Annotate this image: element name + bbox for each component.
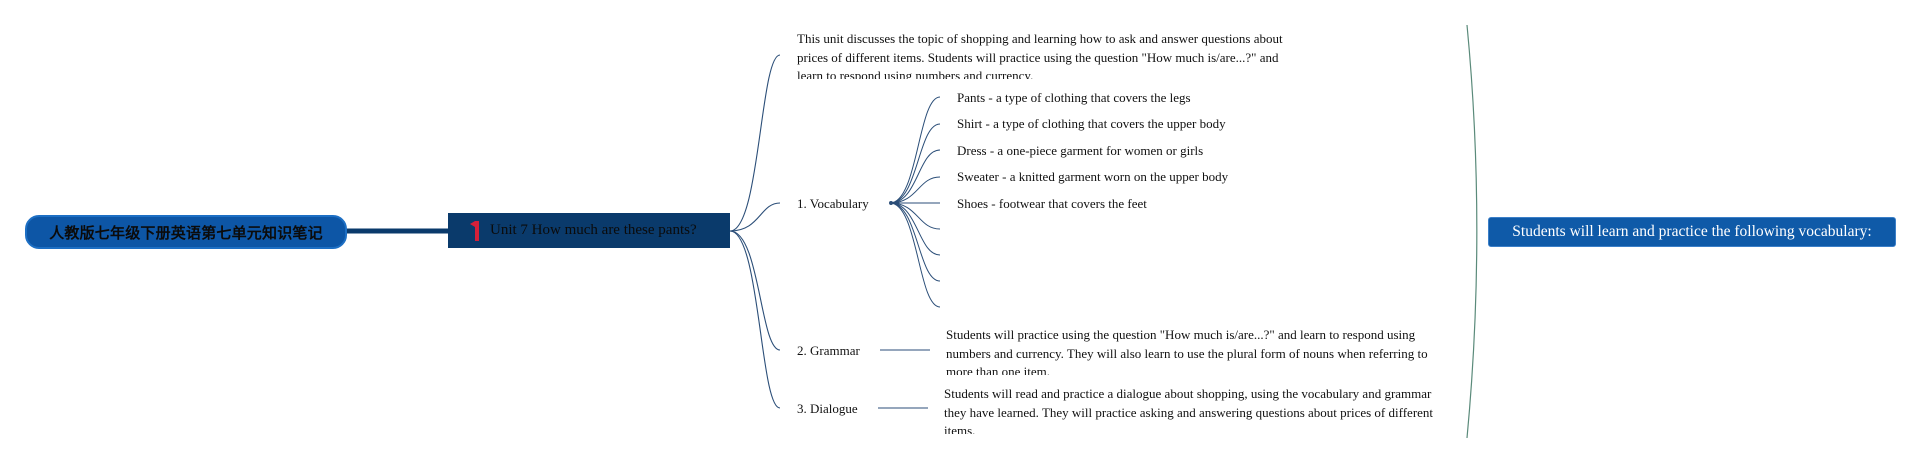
branch-connector-dialogue <box>729 230 781 409</box>
grammar-text[interactable]: Students will practice using the questio… <box>946 327 1428 375</box>
flag-icon <box>470 221 479 241</box>
root-label: 人教版七年级下册英语第七单元知识笔记 <box>49 223 323 242</box>
vocabulary-item-shoes[interactable]: Shoes - footwear that covers the feet <box>957 196 1147 211</box>
vocabulary-item-dress[interactable]: Dress - a one-piece garment for women or… <box>957 143 1204 158</box>
summary-label: Students will learn and practice the fol… <box>1512 223 1872 240</box>
vocabulary-node[interactable]: 1. Vocabulary <box>797 196 869 211</box>
vocabulary-item-sweater[interactable]: Sweater - a knitted garment worn on the … <box>957 169 1229 184</box>
branch-connector-grammar <box>729 230 781 351</box>
dialogue-text[interactable]: Students will read and practice a dialog… <box>944 386 1434 434</box>
branch-connector-intro <box>729 54 781 232</box>
summary-node[interactable]: Students will learn and practice the fol… <box>1488 217 1896 247</box>
grammar-node[interactable]: 2. Grammar <box>797 343 860 358</box>
vocabulary-item-shirt[interactable]: Shirt - a type of clothing that covers t… <box>957 116 1226 131</box>
vocabulary-junction <box>889 201 893 205</box>
vocabulary-item-pants[interactable]: Pants - a type of clothing that covers t… <box>957 90 1191 105</box>
summary-bracket <box>1466 24 1478 439</box>
branch-connector-vocabulary <box>729 202 781 232</box>
unit-node[interactable]: Unit 7 How much are these pants? <box>448 213 730 248</box>
vocabulary-fan <box>889 96 941 308</box>
intro-text[interactable]: This unit discusses the topic of shoppin… <box>797 31 1283 79</box>
unit-label: Unit 7 How much are these pants? <box>490 222 697 238</box>
dialogue-node[interactable]: 3. Dialogue <box>797 401 858 416</box>
root-node[interactable]: 人教版七年级下册英语第七单元知识笔记 <box>25 215 347 249</box>
